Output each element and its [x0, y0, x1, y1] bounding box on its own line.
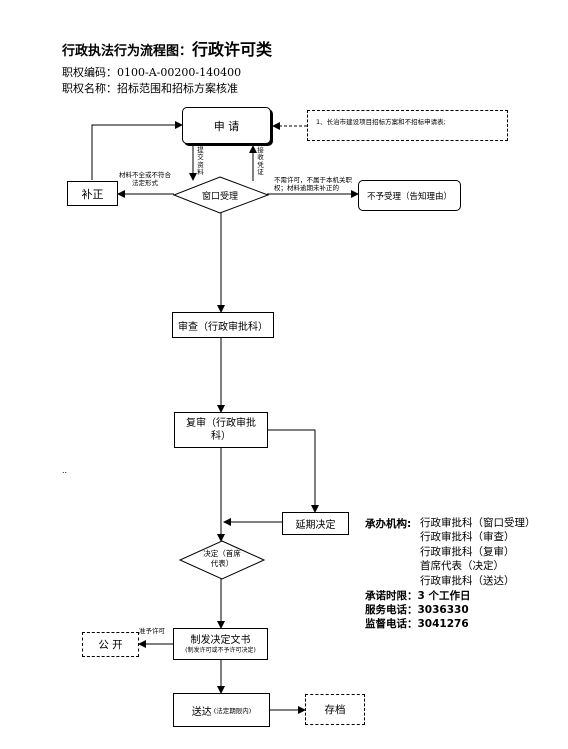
authority-name: 职权名称：招标范围和招标方案核准 [62, 82, 238, 95]
title-prefix: 行政执法行为流程图： [62, 44, 193, 59]
apply-label: 申 请 [213, 119, 240, 133]
org-item: 首席代表（决定） [420, 560, 504, 573]
receipt-label: 接收凭证 [257, 146, 264, 177]
publish-label: 公 开 [98, 639, 123, 651]
page-title: 行政执法行为流程图：行政许可类 [62, 36, 272, 60]
recheck-label: 复审（行政审批科） [186, 418, 256, 442]
extend-node: 延期决定 [282, 512, 349, 535]
supervise-phone: 监督电话：3041276 [365, 618, 469, 630]
reject-node: 不予受理（告知理由） [358, 180, 461, 211]
deliver-sub: (法定期限内) [213, 707, 252, 715]
org-item: 行政审批科（送达） [420, 574, 515, 587]
submit-label: 提交资料 [197, 146, 204, 177]
issue-title: 制发决定文书 [190, 634, 251, 646]
apply-note: 1、长治市建设项目招标方案和不招标申请表; [307, 110, 508, 141]
publish-node: 公 开 [82, 632, 139, 657]
deliver-main: 送达 [191, 706, 212, 718]
issue-node: 制发决定文书 (制发许可或不予许可决定) [173, 628, 268, 660]
apply-node: 申 请 [182, 107, 271, 144]
incomplete-label: 材料不全或不符合法定形式 [119, 171, 171, 188]
supplement-label: 补正 [81, 187, 104, 201]
archive-label: 存档 [324, 704, 346, 716]
authority-code: 职权编码：0100-A-00200-140400 [62, 66, 242, 79]
deliver-node: 送达(法定期限内) [173, 693, 270, 727]
edge-supplement-apply [91, 121, 183, 180]
org-item: 行政审批科（审查） [420, 531, 515, 544]
permit-label: 准予许可 [139, 627, 165, 635]
decision-label: 决定（首席代表） [203, 549, 241, 568]
edge-recheck-extend [268, 429, 319, 513]
deadline: 承诺时限：3 个工作日 [365, 590, 471, 602]
org-label: 承办机构: [365, 518, 412, 530]
org-item: 行政审批科（窗口受理） [420, 517, 536, 529]
window-diamond [172, 176, 270, 214]
review-label: 审查（行政审批科） [178, 321, 268, 333]
title-main: 行政许可类 [192, 40, 273, 59]
org-list: 行政审批科（窗口受理） 行政审批科（审查） 行政审批科（复审） 首席代表（决定）… [420, 516, 536, 588]
apply-note-text: 1、长治市建设项目招标方案和不招标申请表; [316, 118, 446, 126]
review-node: 审查（行政审批科） [172, 312, 274, 338]
archive-node: 存档 [305, 694, 365, 725]
not-permit-label: 不需许可，不属于本机关职权；材料逾期未补正的 [274, 176, 352, 193]
org-item: 行政审批科（复审） [420, 545, 515, 558]
issue-sub: (制发许可或不予许可决定) [185, 646, 256, 654]
window-label: 窗口受理 [201, 192, 238, 202]
stray-dots: .. [62, 466, 68, 475]
service-phone: 服务电话：3036330 [365, 604, 469, 616]
supplement-node: 补正 [67, 181, 118, 206]
extend-label: 延期决定 [295, 520, 336, 531]
recheck-node: 复审（行政审批科） [174, 412, 268, 448]
reject-label: 不予受理（告知理由） [366, 191, 452, 202]
decision-diamond [178, 540, 266, 580]
